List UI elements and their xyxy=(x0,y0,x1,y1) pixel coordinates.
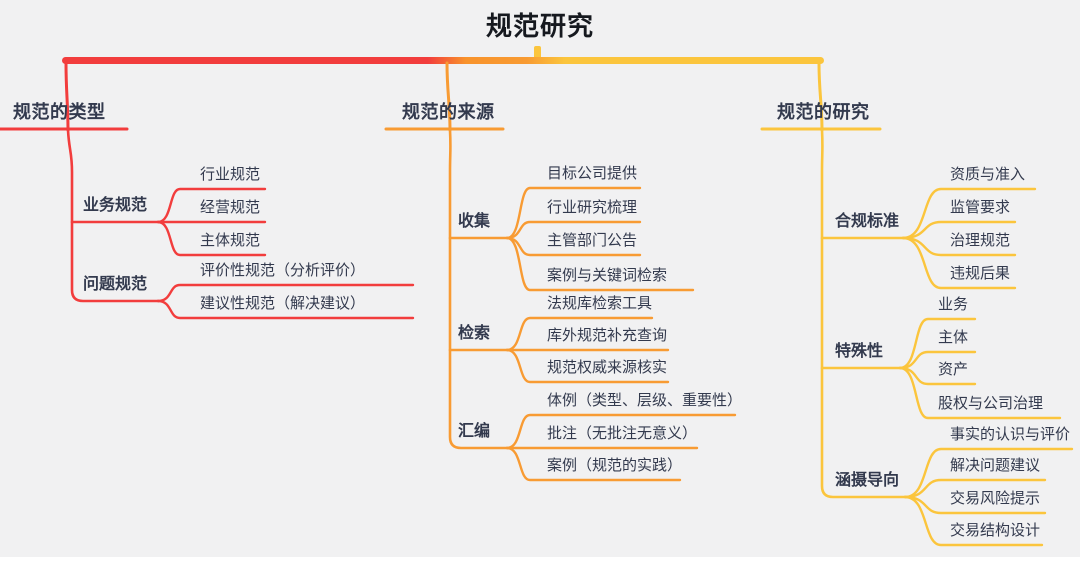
leaf-node[interactable]: 批注（无批注无意义） xyxy=(547,425,698,442)
branch-header-1[interactable]: 规范的来源 xyxy=(402,102,495,122)
leaf-node[interactable]: 体例（类型、层级、重要性） xyxy=(547,392,743,409)
connector-line xyxy=(903,495,1044,547)
leaf-node[interactable]: 规范权威来源核实 xyxy=(547,359,668,376)
connector-line xyxy=(898,317,977,370)
leaf-node[interactable]: 监管要求 xyxy=(950,199,1011,216)
leaf-node[interactable]: 交易风险提示 xyxy=(950,490,1041,507)
connector-line xyxy=(898,366,1062,420)
leaf-node[interactable]: 行业规范 xyxy=(200,166,261,183)
map-title[interactable]: 规范研究 xyxy=(485,11,594,41)
connector-line xyxy=(445,61,452,132)
group-node[interactable]: 汇编 xyxy=(458,423,491,440)
leaf-node[interactable]: 案例与关键词检索 xyxy=(547,267,668,284)
connector-line xyxy=(448,128,509,450)
leaf-node[interactable]: 目标公司提供 xyxy=(547,165,638,182)
leaf-node[interactable]: 评价性规范（分析评价） xyxy=(200,262,366,279)
leaf-node[interactable]: 库外规范补充查询 xyxy=(547,327,668,344)
leaf-node[interactable]: 主体规范 xyxy=(200,232,261,249)
connector-line xyxy=(505,348,670,384)
leaf-node[interactable]: 行业研究梳理 xyxy=(547,199,638,216)
leaf-node[interactable]: 股权与公司治理 xyxy=(938,395,1044,412)
leaf-node[interactable]: 业务 xyxy=(938,296,969,313)
leaf-node[interactable]: 交易结构设计 xyxy=(950,522,1041,539)
connector-line xyxy=(820,128,907,499)
title-connector-stub xyxy=(534,46,541,59)
connector-line xyxy=(817,61,824,132)
connector-line xyxy=(901,187,1037,240)
connector-line xyxy=(66,128,160,303)
leaf-node[interactable]: 建议性规范（解决建议） xyxy=(200,295,366,312)
group-node[interactable]: 特殊性 xyxy=(835,343,884,360)
branch-color-bar xyxy=(62,57,824,64)
connector-line xyxy=(156,299,415,320)
leaf-node[interactable]: 事实的认识与评价 xyxy=(950,426,1071,443)
leaf-node[interactable]: 违规后果 xyxy=(950,265,1011,282)
leaf-node[interactable]: 经营规范 xyxy=(200,199,261,216)
leaf-node[interactable]: 法规库检索工具 xyxy=(547,295,653,312)
leaf-node[interactable]: 资产 xyxy=(938,361,969,378)
leaf-node[interactable]: 治理规范 xyxy=(950,232,1011,249)
leaf-node[interactable]: 主管部门公告 xyxy=(547,232,638,249)
branch-header-0[interactable]: 规范的类型 xyxy=(13,102,106,122)
connector-line xyxy=(156,220,267,257)
leaf-node[interactable]: 资质与准入 xyxy=(950,166,1026,183)
bottom-margin xyxy=(0,557,1080,562)
connector-line xyxy=(505,446,682,482)
group-node[interactable]: 问题规范 xyxy=(83,276,148,293)
group-node[interactable]: 合规标准 xyxy=(835,213,900,230)
connector-line xyxy=(901,236,1017,290)
branch-header-2[interactable]: 规范的研究 xyxy=(777,102,870,122)
group-node[interactable]: 涵摄导向 xyxy=(835,472,900,489)
group-node[interactable]: 业务规范 xyxy=(83,197,148,214)
connector-line xyxy=(64,61,70,132)
leaf-node[interactable]: 解决问题建议 xyxy=(950,457,1041,474)
connector-line xyxy=(505,236,695,292)
connector-line xyxy=(903,447,1074,499)
leaf-node[interactable]: 案例（规范的实践） xyxy=(547,457,683,474)
group-node[interactable]: 收集 xyxy=(458,213,491,230)
leaf-node[interactable]: 主体 xyxy=(938,329,969,346)
group-node[interactable]: 检索 xyxy=(458,325,491,342)
